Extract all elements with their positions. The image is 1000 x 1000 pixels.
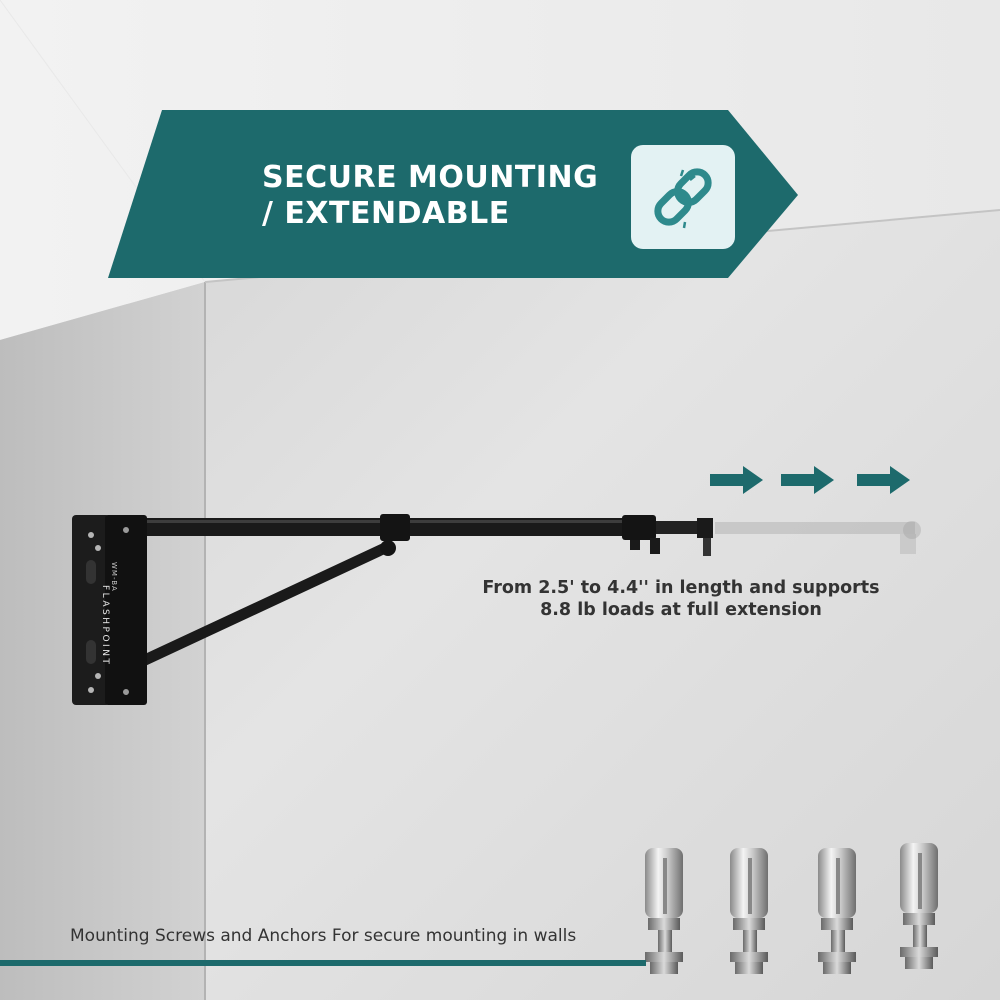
arrow-right-icon xyxy=(781,466,834,494)
anchor-bolt xyxy=(900,843,938,969)
arrow-right-icon xyxy=(710,466,763,494)
title-banner xyxy=(108,110,798,278)
extension-caption-line-1: From 2.5' to 4.4'' in length and support… xyxy=(482,578,880,598)
wall-boom-arm xyxy=(72,514,921,705)
brand-logo-text: FLASHPOINT xyxy=(100,585,110,667)
chain-link-icon xyxy=(631,145,735,249)
anchor-bolt xyxy=(730,848,768,974)
anchor-bolt xyxy=(645,848,683,974)
extension-caption-line-2: 8.8 lb loads at full extension xyxy=(540,600,822,620)
banner-title-line-1: SECURE MOUNTING xyxy=(262,160,599,195)
banner-title: SECURE MOUNTING / EXTENDABLE xyxy=(262,160,622,232)
model-label: WM-BA xyxy=(110,562,118,592)
banner-title-line-2: / EXTENDABLE xyxy=(262,196,510,231)
hardware-caption: Mounting Screws and Anchors For secure m… xyxy=(70,926,577,946)
arrow-right-icon xyxy=(857,466,910,494)
footer-divider xyxy=(0,960,646,966)
anchor-bolt xyxy=(818,848,856,974)
extension-caption: From 2.5' to 4.4'' in length and support… xyxy=(455,577,907,621)
